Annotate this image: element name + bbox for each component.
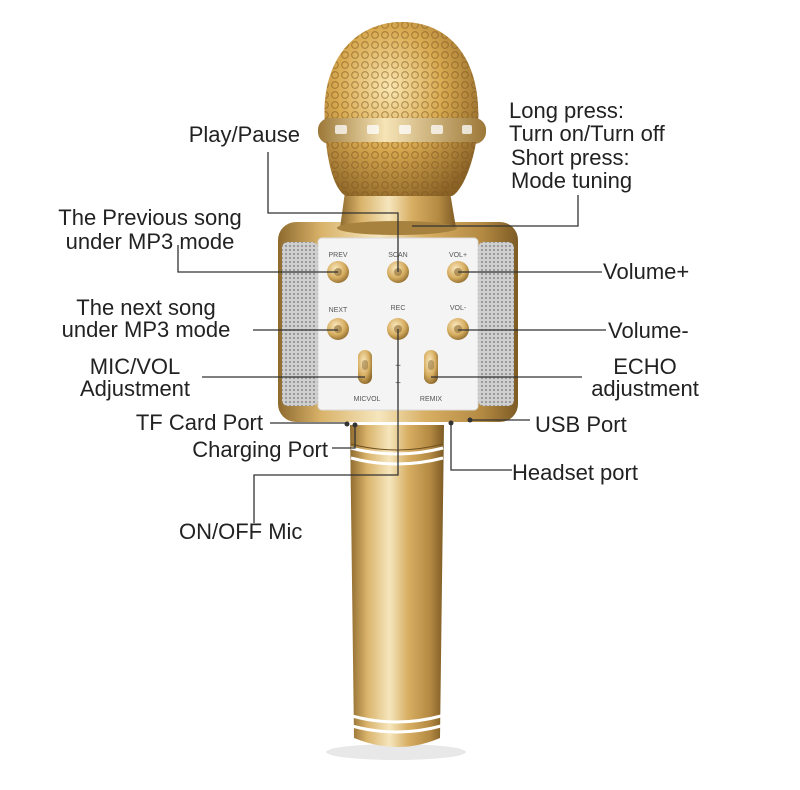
- label-long-press-1: Long press:: [509, 98, 624, 123]
- tf-card-port: [344, 421, 350, 427]
- btn-next[interactable]: [327, 318, 349, 340]
- label-short-press-1: Short press:: [511, 145, 630, 170]
- leader-lines: [177, 152, 606, 523]
- label-next-2: under MP3 mode: [61, 317, 231, 342]
- panel-volplus-label: VOL+: [449, 252, 467, 259]
- handle-rings: [350, 446, 444, 734]
- label-short-press-2: Mode tuning: [511, 168, 633, 193]
- speaker-grille-right: [478, 242, 514, 406]
- label-prev-2: under MP3 mode: [65, 229, 235, 254]
- speaker-grille-left: [282, 242, 318, 406]
- label-echo-2: adjustment: [591, 376, 699, 401]
- panel-volminus-label: VOL-: [450, 305, 467, 312]
- label-charging: Charging Port: [192, 437, 328, 462]
- panel-prev-label: PREV: [328, 252, 347, 259]
- panel-next-label: NEXT: [329, 307, 348, 314]
- label-play-pause: Play/Pause: [188, 122, 300, 147]
- label-micvol-2: Adjustment: [79, 376, 191, 401]
- label-echo-1: ECHO: [613, 354, 677, 379]
- floor-shadow: [326, 744, 466, 760]
- panel-micvol-label: MICVOL: [354, 396, 381, 403]
- label-usb: USB Port: [535, 412, 627, 437]
- slider-remix[interactable]: [424, 350, 438, 384]
- label-volume-minus: Volume-: [608, 318, 689, 343]
- slider-micvol[interactable]: [358, 350, 372, 384]
- neck: [340, 192, 456, 228]
- handle: [350, 425, 444, 747]
- panel-rec-label: REC: [391, 305, 406, 312]
- label-tf-card: TF Card Port: [135, 410, 263, 435]
- panel-remix-label: REMIX: [420, 396, 443, 403]
- btn-vol-minus[interactable]: [447, 318, 469, 340]
- label-next-1: The next song: [76, 295, 216, 320]
- label-onoff: ON/OFF Mic: [179, 519, 303, 544]
- label-long-press-2: Turn on/Turn off: [509, 121, 665, 146]
- label-micvol-1: MIC/VOL: [89, 354, 181, 379]
- label-prev-1: The Previous song: [58, 205, 242, 230]
- label-headset: Headset port: [512, 460, 638, 485]
- label-volume-plus: Volume+: [603, 259, 690, 284]
